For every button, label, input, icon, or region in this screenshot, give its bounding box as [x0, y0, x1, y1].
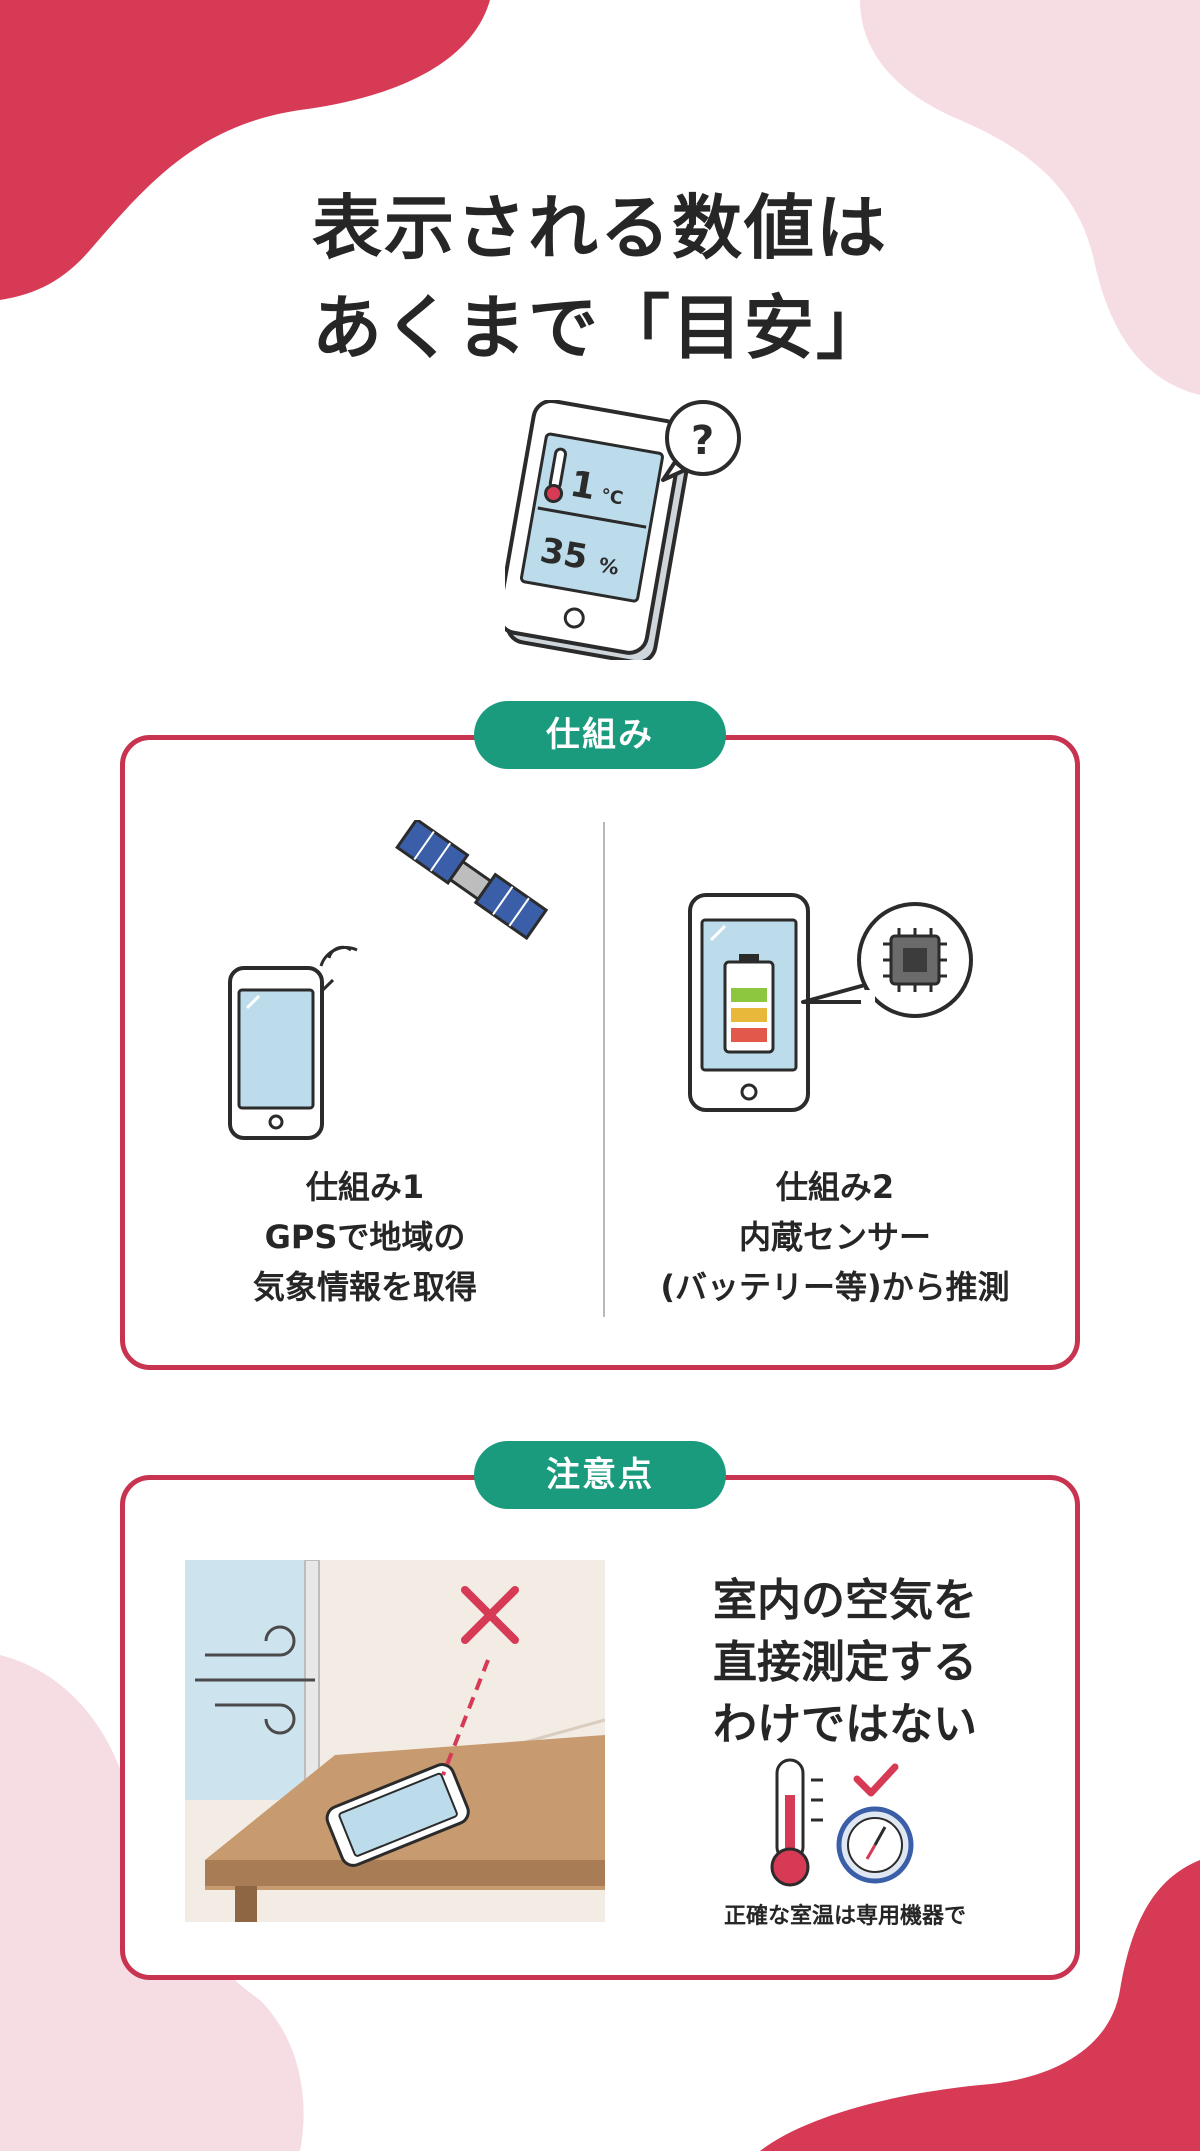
- chip-bubble: [801, 902, 973, 1018]
- sensor-illustration: [688, 893, 973, 1112]
- thermometer-icon: [770, 1758, 823, 1887]
- humidity-unit: %: [597, 553, 621, 580]
- blob-top-right: [860, 0, 1200, 395]
- mechanism-card: 仕組み1 GPSで地域の 気象情報を取得 仕組み2 内蔵センサー (バッテリー等…: [120, 735, 1080, 1370]
- cross-icon: [461, 1586, 519, 1644]
- wind-icon: [195, 1625, 315, 1735]
- compass-icon: [836, 1806, 914, 1884]
- chip-icon: [883, 928, 947, 992]
- card-divider: [603, 822, 605, 1317]
- caution-line-1: 室内の空気を: [713, 1575, 977, 1626]
- question-mark: ?: [691, 418, 714, 464]
- satellite-icon: [395, 820, 549, 941]
- room-illustration: [185, 1560, 605, 1922]
- mechanism-1-line-3: 気象情報を取得: [252, 1268, 477, 1306]
- caution-label: 注意点: [474, 1441, 726, 1509]
- mechanism-label: 仕組み: [474, 701, 726, 769]
- caution-message: 室内の空気を 直接測定する わけではない: [655, 1570, 1035, 1756]
- title-line-1: 表示される数値は: [312, 187, 888, 269]
- mechanism-2-line-3: (バッテリー等)から推測: [660, 1268, 1010, 1306]
- gps-illustration: [228, 820, 549, 1140]
- thermometer-icon: [544, 447, 568, 504]
- smartphone-icon: [228, 966, 324, 1140]
- blob-top-left: [0, 0, 490, 300]
- phone-reading-illustration: 1 °C 35 % ?: [505, 400, 742, 660]
- caution-line-3: わけではない: [713, 1699, 977, 1750]
- blob-bottom-right: [760, 1860, 1200, 2151]
- mechanism-1-title: 仕組み1: [305, 1168, 425, 1206]
- mechanism-2-title: 仕組み2: [775, 1168, 895, 1206]
- caution-line-2: 直接測定する: [713, 1637, 977, 1688]
- question-icon: ?: [661, 400, 742, 482]
- mechanism-2-caption: 仕組み2 内蔵センサー (バッテリー等)から推測: [635, 1162, 1035, 1312]
- mechanism-1-line-2: GPSで地域の: [264, 1218, 466, 1256]
- caution-card: 室内の空気を 直接測定する わけではない 正確な室温は専用機器で: [120, 1475, 1080, 1980]
- instrument-illustration: [770, 1758, 914, 1887]
- title-line-2: あくまで「目安」: [312, 287, 888, 369]
- battery-icon: [723, 954, 775, 1054]
- page-title: 表示される数値は あくまで「目安」: [0, 178, 1200, 378]
- smartphone-icon: [325, 1763, 470, 1867]
- mechanism-2-line-2: 内蔵センサー: [738, 1218, 931, 1256]
- caution-note: 正確な室温は専用機器で: [723, 1904, 966, 1929]
- humidity-value: 35: [537, 530, 591, 578]
- temperature-unit: °C: [599, 485, 625, 510]
- mechanism-1-caption: 仕組み1 GPSで地域の 気象情報を取得: [165, 1162, 565, 1312]
- check-icon: [853, 1763, 899, 1797]
